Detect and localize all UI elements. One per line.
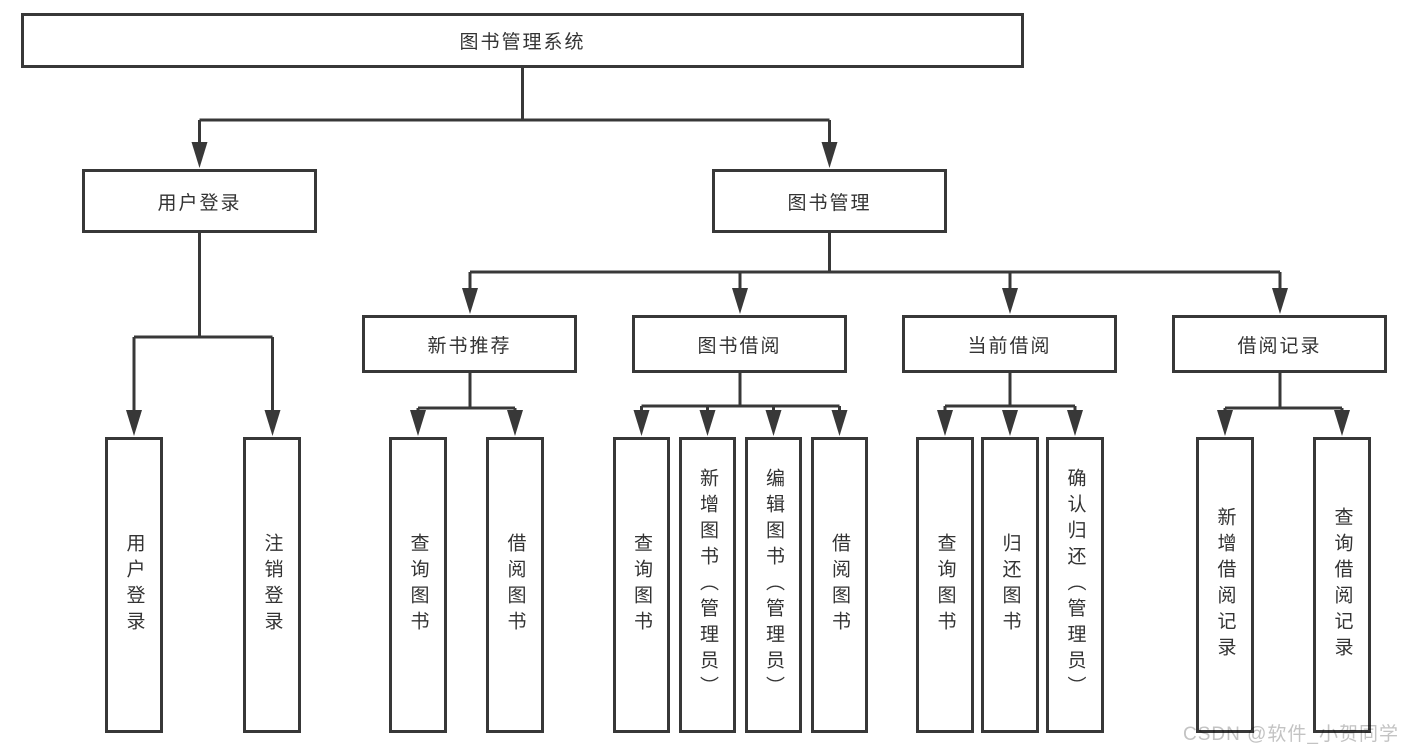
node-root-system: 图书管理系统	[21, 13, 1024, 68]
csdn-watermark: CSDN @软件_小贺同学	[1183, 724, 1399, 745]
connector-book-management-children	[462, 233, 1288, 314]
node-current-borrow: 当前借阅	[902, 315, 1117, 373]
leaf-query-book-recommend: 查询图书	[389, 437, 447, 733]
leaf-borrow-book-recommend: 借阅图书	[486, 437, 544, 733]
node-user-login: 用户登录	[82, 169, 317, 233]
node-book-borrow: 图书借阅	[632, 315, 847, 373]
connector-book-borrow-children	[633, 373, 848, 436]
leaf-borrow-book: 借阅图书	[811, 437, 868, 733]
leaf-edit-book-admin: 编辑图书（管理员）	[745, 437, 802, 733]
connector-new-book-children	[410, 373, 523, 436]
leaf-confirm-return-admin: 确认归还（管理员）	[1046, 437, 1104, 733]
leaf-query-book-borrow: 查询图书	[613, 437, 670, 733]
connector-borrow-record-children	[1217, 373, 1350, 436]
node-book-management: 图书管理	[712, 169, 947, 233]
leaf-add-borrow-record: 新增借阅记录	[1196, 437, 1254, 733]
connector-user-login-children	[126, 233, 281, 436]
node-new-book-recommend: 新书推荐	[362, 315, 577, 373]
connector-root-to-level2	[191, 68, 838, 168]
leaf-return-book: 归还图书	[981, 437, 1039, 733]
leaf-query-book-current: 查询图书	[916, 437, 974, 733]
leaf-user-login: 用户登录	[105, 437, 163, 733]
leaf-logout: 注销登录	[243, 437, 301, 733]
leaf-query-borrow-record: 查询借阅记录	[1313, 437, 1371, 733]
node-borrow-records: 借阅记录	[1172, 315, 1387, 373]
connector-current-borrow-children	[937, 373, 1083, 436]
leaf-add-book-admin: 新增图书（管理员）	[679, 437, 736, 733]
